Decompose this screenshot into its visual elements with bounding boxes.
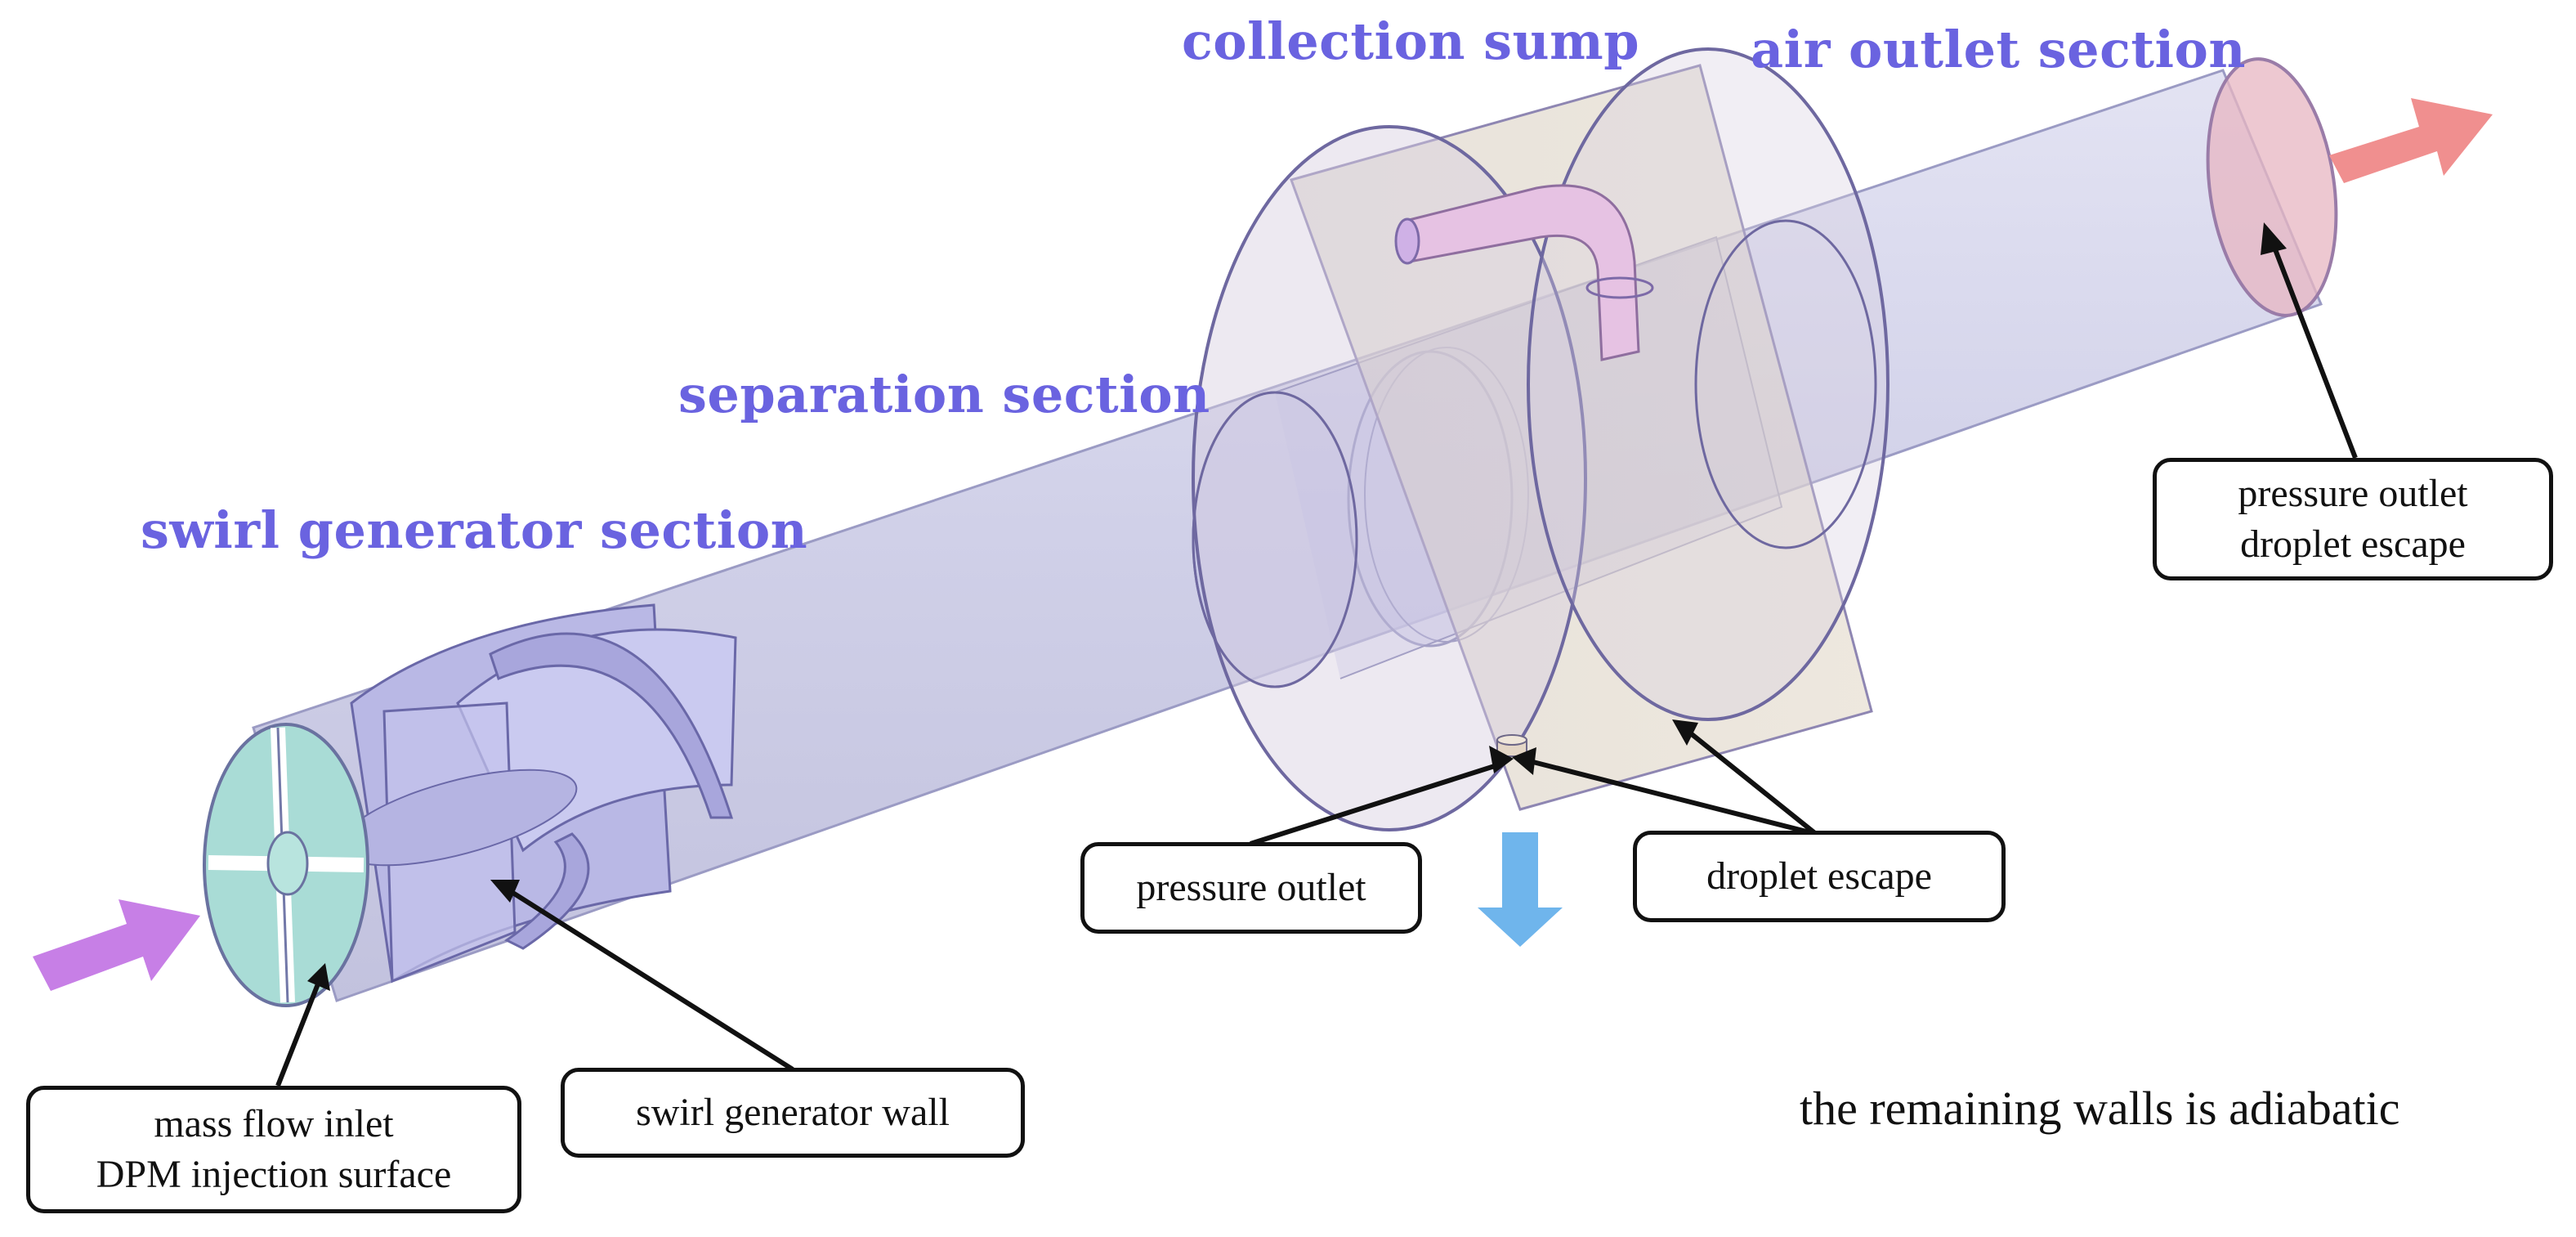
leader-outlet (2271, 244, 2358, 459)
inlet-callout: mass flow inlet DPM injection surface (26, 1086, 521, 1213)
leader-arrowheads (307, 222, 2287, 991)
callout-mass-flow-inlet: mass flow inlet (154, 1102, 394, 1145)
collection-sump (1192, 47, 1890, 831)
adiabatic-walls-note: the remaining walls is adiabatic (1800, 1082, 2400, 1135)
leader-sump-droplet-escape-a (1526, 758, 1817, 836)
leader-swirl-wall (503, 885, 794, 1072)
air-outlet-section-title: air outlet section (1751, 20, 2246, 79)
sump-bent-pipe (1394, 184, 1654, 361)
callout-dpm-injection-surface: DPM injection surface (96, 1153, 452, 1196)
callout-sump-pressure-outlet-text: pressure outlet (1136, 866, 1366, 909)
swirl-generator-wall-callout: swirl generator wall (561, 1068, 1025, 1158)
leader-inlet (275, 976, 323, 1087)
separation-section-title: separation section (678, 365, 1210, 424)
sump-droplet-escape-callout: droplet escape (1633, 831, 2006, 922)
inlet-face (203, 723, 369, 1007)
outlet-flow-arrow (2329, 98, 2493, 183)
leader-sump-pressure-outlet (1250, 762, 1500, 846)
sump-pressure-outlet-callout: pressure outlet (1080, 842, 1422, 934)
drain-stub (1496, 734, 1527, 757)
callout-line-pressure-outlet: pressure outlet (2238, 472, 2468, 515)
leader-lines (275, 244, 2358, 1087)
swirl-vanes (338, 603, 737, 984)
callout-swirl-generator-wall-text: swirl generator wall (636, 1091, 950, 1134)
drain-flow-arrow (1478, 832, 1563, 947)
inlet-flow-arrow (33, 899, 200, 991)
collection-sump-title: collection sump (1182, 11, 1640, 71)
swirl-generator-section-title: swirl generator section (141, 500, 808, 560)
leader-sump-droplet-escape-b (1682, 725, 1818, 836)
callout-sump-droplet-escape-text: droplet escape (1706, 854, 1932, 898)
outlet-face (2206, 57, 2338, 317)
callout-line-droplet-escape: droplet escape (2240, 522, 2466, 566)
pressure-outlet-droplet-escape-callout: pressure outlet droplet escape (2153, 458, 2553, 580)
